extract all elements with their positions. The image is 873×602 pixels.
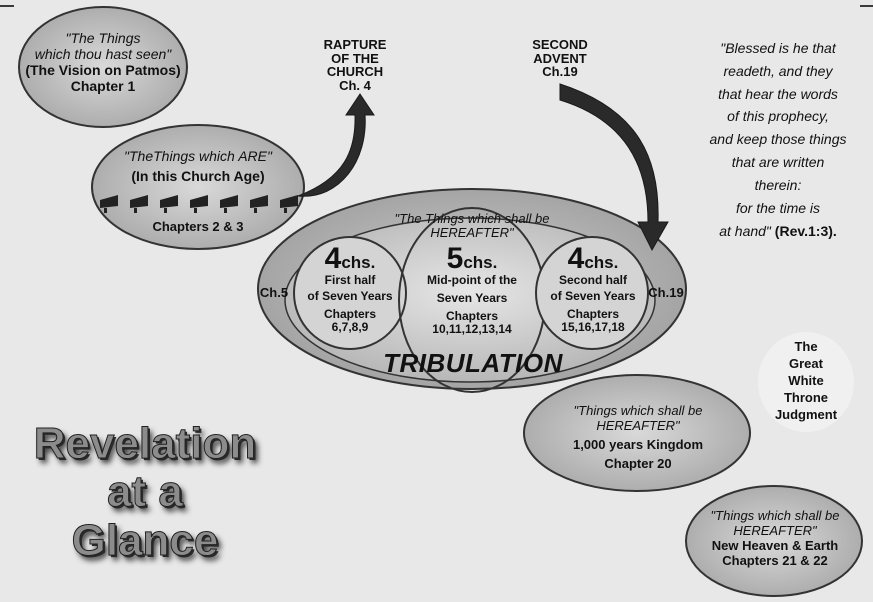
second-half-count: 4: [567, 242, 585, 275]
first-half-line-4: 6,7,8,9: [331, 320, 369, 335]
blessed-last-italic: at hand": [719, 222, 771, 239]
lampstand-icon: [250, 195, 268, 213]
kingdom-text: "Things which shall be HEREAFTER" 1,000 …: [540, 403, 736, 472]
first-half-line-1: First half: [324, 273, 376, 287]
lampstand-icon: [160, 195, 178, 213]
blessed-quote: "Blessed is he that readeth, and they th…: [688, 37, 868, 242]
second-half-unit: chs.: [584, 253, 619, 272]
ch19-label: Ch.19: [648, 285, 684, 300]
advent-line-3: Ch.19: [542, 64, 578, 80]
lampstand-icon: [130, 195, 148, 213]
past-chapter: Chapter 1: [70, 78, 136, 95]
new-heaven-line-1: New Heaven & Earth: [711, 537, 839, 553]
throne-line-1: The: [794, 339, 818, 354]
midpoint-count: 5: [446, 242, 464, 275]
past-quote-2: which thou hast seen": [34, 46, 172, 63]
blessed-line: for the time is: [735, 199, 821, 216]
blessed-line: that are written: [731, 154, 825, 171]
hereafter-line-1: "The Things which shall be: [394, 211, 550, 226]
throne-line-3: White: [788, 372, 824, 388]
rapture-arrow: [297, 93, 375, 197]
tribulation-label: TRIBULATION: [383, 348, 563, 378]
midpoint-line-2: Seven Years: [436, 290, 508, 305]
blessed-last-line: at hand" (Rev.1:3).: [688, 220, 868, 243]
present-age: (In this Church Age): [131, 168, 265, 185]
lampstand-icon: [220, 195, 238, 213]
rapture-line-1: RAPTURE: [323, 37, 387, 52]
kingdom-quote-2: HEREAFTER": [596, 417, 680, 433]
kingdom-line-2: Chapter 20: [604, 455, 672, 471]
rapture-label: RAPTURE OF THE CHURCH Ch. 4: [300, 38, 410, 93]
new-heaven-oval: [685, 485, 863, 597]
kingdom-line-1: 1,000 years Kingdom: [572, 436, 704, 452]
blessed-line: and keep those things: [709, 131, 847, 148]
blessed-line: of this prophecy,: [727, 108, 829, 125]
throne-line-2: Great: [789, 355, 823, 371]
past-vision: (The Vision on Patmos): [25, 62, 181, 79]
past-section: "The Things which thou hast seen" (The V…: [20, 30, 186, 94]
rapture-line-2: OF THE: [331, 50, 379, 66]
first-half-text: 4chs. First half of Seven Years Chapters…: [296, 244, 404, 335]
second-half-text: 4chs. Second half of Seven Years Chapter…: [538, 244, 648, 335]
kingdom-quote-1: "Things which shall be: [573, 403, 703, 418]
advent-label: SECOND ADVENT Ch.19: [515, 38, 605, 79]
rapture-line-3: CHURCH: [326, 64, 384, 80]
present-quote: "TheThings which ARE": [124, 148, 272, 164]
past-oval: [18, 6, 188, 128]
title-line-1: Revelation: [33, 419, 257, 469]
blessed-line: therein:: [754, 176, 802, 193]
advent-line-2: ADVENT: [533, 50, 587, 66]
blessed-line: readeth, and they: [723, 62, 833, 79]
midpoint-text: 5chs. Mid-point of the Seven Years Chapt…: [408, 244, 536, 337]
title-line-2: at a: [107, 467, 184, 517]
lampstand-icon: [100, 195, 118, 213]
rapture-line-4: Ch. 4: [339, 77, 371, 93]
lampstand-icon: [190, 195, 208, 213]
midpoint-line-4: 10,11,12,13,14: [432, 322, 512, 337]
new-heaven-text: "Things which shall be HEREAFTER" New He…: [692, 508, 858, 569]
new-heaven-line-2: Chapters 21 & 22: [722, 552, 828, 568]
lampstand-icon: [280, 195, 298, 213]
second-half-circle: [535, 236, 649, 350]
throne-label: The Great White Throne Judgment: [760, 339, 852, 423]
hereafter-heading: "The Things which shall be HEREAFTER": [372, 211, 572, 241]
kingdom-oval: [523, 374, 751, 492]
blessed-line: "Blessed is he that: [720, 40, 836, 56]
first-half-circle: [293, 236, 407, 350]
midpoint-line-1: Mid-point of the: [427, 273, 517, 287]
second-half-line-4: 15,16,17,18: [561, 320, 625, 335]
second-half-line-2: of Seven Years: [550, 288, 636, 303]
second-half-line-3: Chapters: [566, 306, 619, 321]
hereafter-line-2: HEREAFTER": [430, 225, 514, 241]
new-heaven-quote-2: HEREAFTER": [733, 522, 817, 538]
first-half-unit: chs.: [341, 253, 376, 272]
blessed-reference: (Rev.1:3).: [770, 222, 837, 239]
midpoint-unit: chs.: [463, 253, 498, 272]
title-line-3: Glance: [71, 515, 219, 565]
second-half-line-1: Second half: [558, 273, 627, 287]
throne-line-5: Judgment: [774, 406, 838, 422]
throne-glow: [758, 332, 854, 432]
present-section: "TheThings which ARE" (In this Church Ag…: [100, 148, 296, 184]
page-title: Revelation at a Glance: [10, 419, 280, 566]
new-heaven-quote-1: "Things which shall be: [710, 508, 840, 523]
throne-line-4: Throne: [783, 389, 829, 405]
present-chapters: Chapters 2 & 3: [152, 219, 244, 234]
second-advent-arrow: [559, 83, 669, 252]
blessed-line: that hear the words: [718, 85, 838, 102]
past-quote-1: "The Things: [65, 30, 141, 46]
advent-line-1: SECOND: [532, 37, 588, 52]
first-half-line-2: of Seven Years: [307, 288, 393, 303]
ch5-label: Ch.5: [259, 285, 289, 300]
church-age-oval: [91, 124, 305, 250]
midpoint-line-3: Chapters: [445, 308, 498, 323]
church-lamps-row: [100, 195, 298, 213]
first-half-line-3: Chapters: [323, 306, 376, 321]
first-half-count: 4: [324, 242, 342, 275]
